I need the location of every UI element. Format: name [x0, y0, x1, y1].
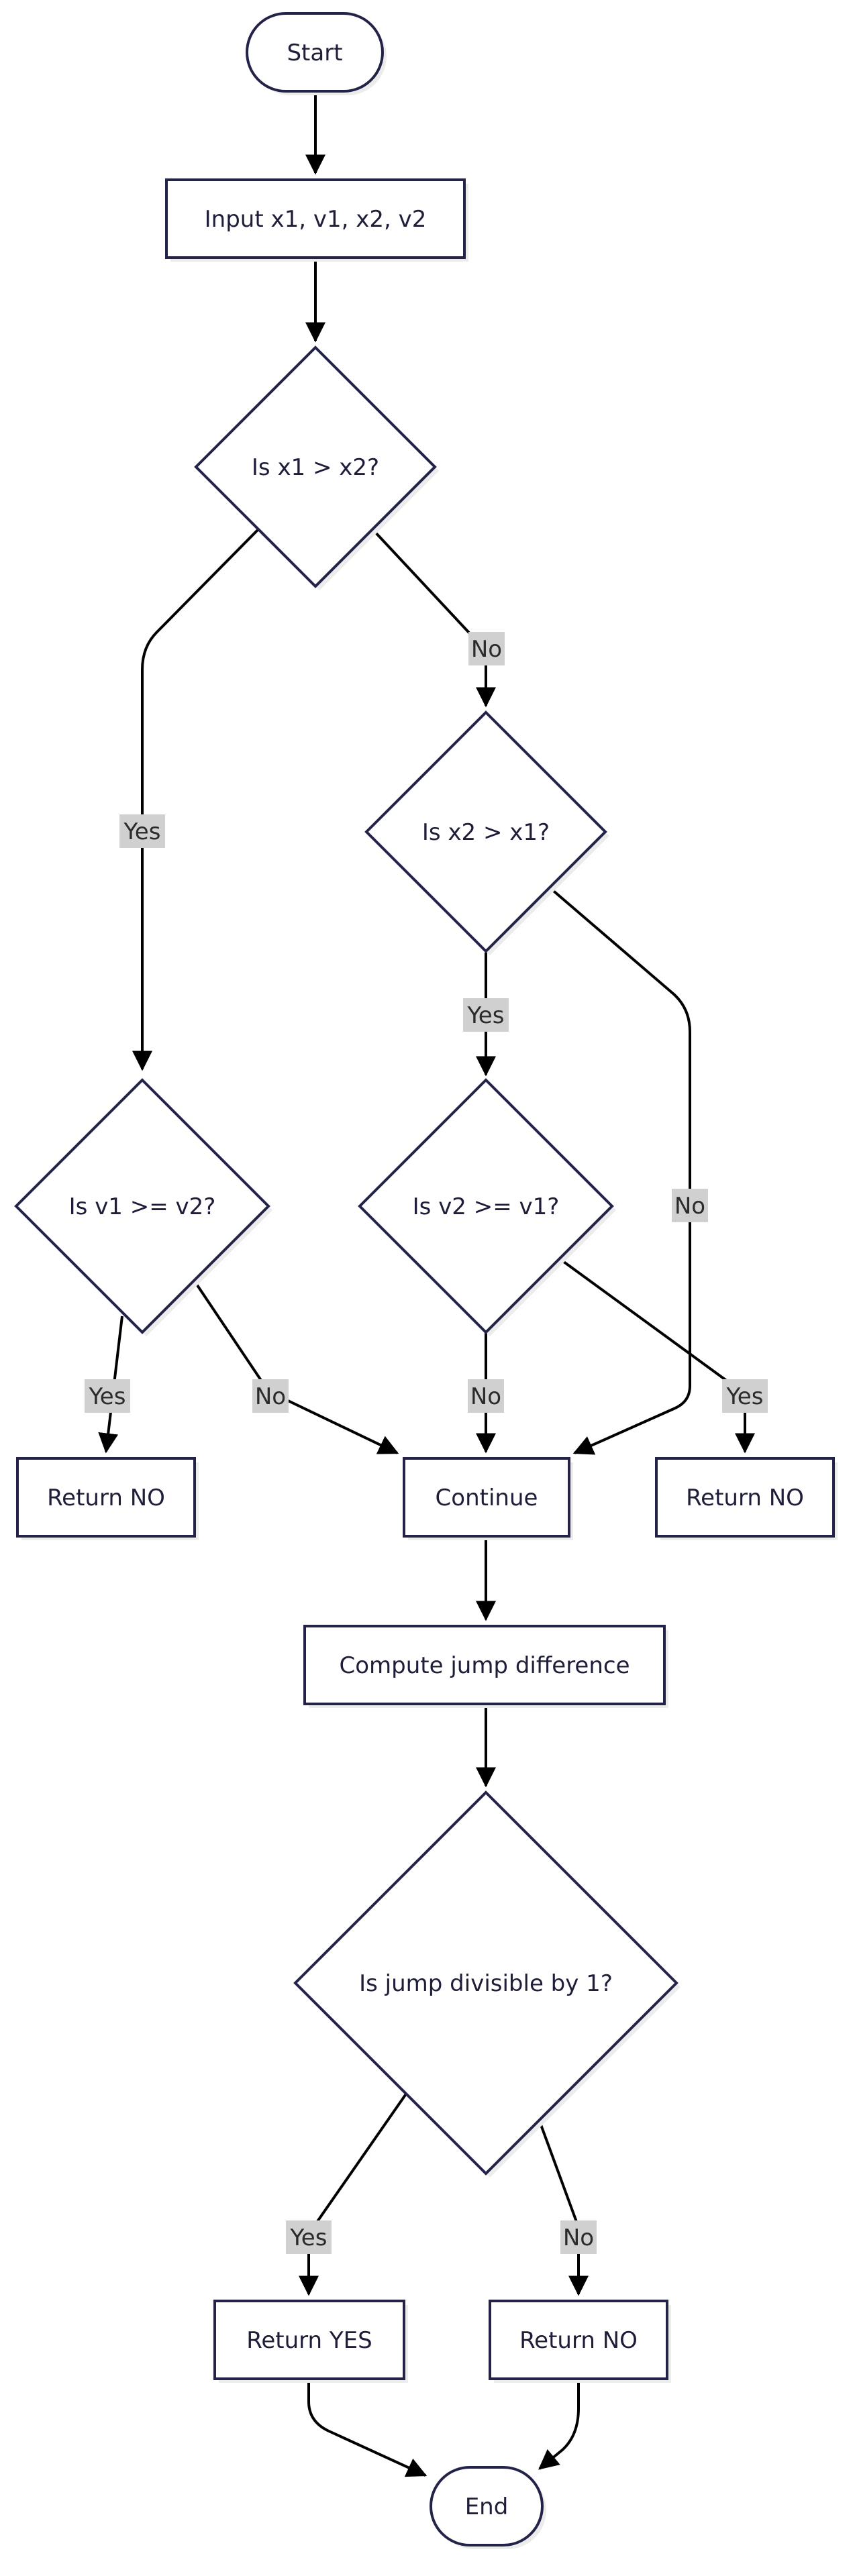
svg-text:Yes: Yes	[89, 1383, 126, 1410]
svg-text:Start: Start	[287, 40, 342, 66]
edge-label-q4-no: No	[468, 1379, 504, 1413]
svg-text:Is v2 >= v1?: Is v2 >= v1?	[413, 1193, 560, 1220]
edge-label-q1-yes: Yes	[119, 814, 165, 848]
return-no-right-node: Return NO	[655, 1457, 838, 1540]
svg-text:Return NO: Return NO	[47, 1485, 165, 1511]
svg-text:Input x1, v1, x2, v2: Input x1, v1, x2, v2	[205, 206, 427, 233]
decision-x1-gt-x2: Is x1 > x2?	[194, 345, 439, 590]
edge-q1-no	[372, 529, 496, 708]
edge-q4-yes	[560, 1258, 755, 1454]
edge-q1-yes	[132, 529, 259, 1071]
svg-text:Is v1 >= v2?: Is v1 >= v2?	[69, 1193, 216, 1220]
svg-text:Return YES: Return YES	[246, 2327, 372, 2354]
svg-text:Return NO: Return NO	[686, 1485, 804, 1511]
start-node: Start	[246, 12, 387, 95]
edge-no-end	[538, 2381, 580, 2470]
svg-text:Yes: Yes	[290, 2224, 328, 2251]
svg-text:Yes: Yes	[726, 1383, 764, 1410]
edge-label-q4-yes: Yes	[722, 1379, 768, 1413]
svg-text:End: End	[465, 2493, 509, 2520]
edge-q3-no	[193, 1280, 399, 1454]
return-no-bottom-node: Return NO	[489, 2300, 671, 2383]
svg-text:No: No	[471, 636, 502, 663]
continue-node: Continue	[403, 1457, 573, 1540]
edge-label-q2-yes: Yes	[463, 998, 509, 1032]
edge-label-q5-no: No	[560, 2220, 597, 2254]
decision-x2-gt-x1: Is x2 > x1?	[364, 710, 609, 955]
svg-text:Continue: Continue	[436, 1485, 538, 1511]
svg-text:Return NO: Return NO	[519, 2327, 638, 2354]
svg-text:No: No	[255, 1383, 286, 1410]
edge-labels: Yes No Yes No Yes No No Yes	[85, 632, 768, 2254]
edge-label-q1-no: No	[468, 632, 505, 665]
end-node: End	[430, 2466, 546, 2549]
decision-v1-ge-v2: Is v1 >= v2?	[14, 1078, 272, 1336]
edge-label-q5-yes: Yes	[286, 2220, 332, 2254]
svg-text:No: No	[674, 1193, 705, 1220]
edge-label-q3-no: No	[252, 1379, 289, 1413]
svg-text:No: No	[563, 2224, 594, 2251]
svg-text:Compute jump difference: Compute jump difference	[339, 1652, 630, 1679]
svg-text:Is x2 > x1?: Is x2 > x1?	[422, 819, 550, 846]
decision-jump-divisible: Is jump divisible by 1?	[293, 1790, 681, 2178]
svg-text:Is x1 > x2?: Is x1 > x2?	[252, 454, 379, 481]
decision-v2-ge-v1: Is v2 >= v1?	[358, 1078, 616, 1336]
edge-label-q2-no: No	[672, 1189, 708, 1222]
return-no-left-node: Return NO	[16, 1457, 199, 1540]
svg-text:No: No	[470, 1383, 501, 1410]
return-yes-node: Return YES	[213, 2300, 408, 2383]
svg-text:Yes: Yes	[123, 818, 161, 845]
edges	[98, 94, 755, 2477]
svg-text:Yes: Yes	[467, 1002, 505, 1029]
edge-q5-no	[538, 2121, 589, 2296]
svg-text:Is jump divisible by 1?: Is jump divisible by 1?	[359, 1970, 613, 1997]
nodes: Start Input x1, v1, x2, v2 Is x1 > x2? I…	[14, 12, 838, 2549]
input-node: Input x1, v1, x2, v2	[165, 178, 468, 262]
edge-label-q3-yes: Yes	[85, 1379, 130, 1413]
compute-node: Compute jump difference	[303, 1625, 668, 1708]
edge-q5-yes	[299, 2092, 408, 2296]
edge-q2-no	[549, 887, 691, 1455]
edge-yes-end	[307, 2381, 428, 2477]
